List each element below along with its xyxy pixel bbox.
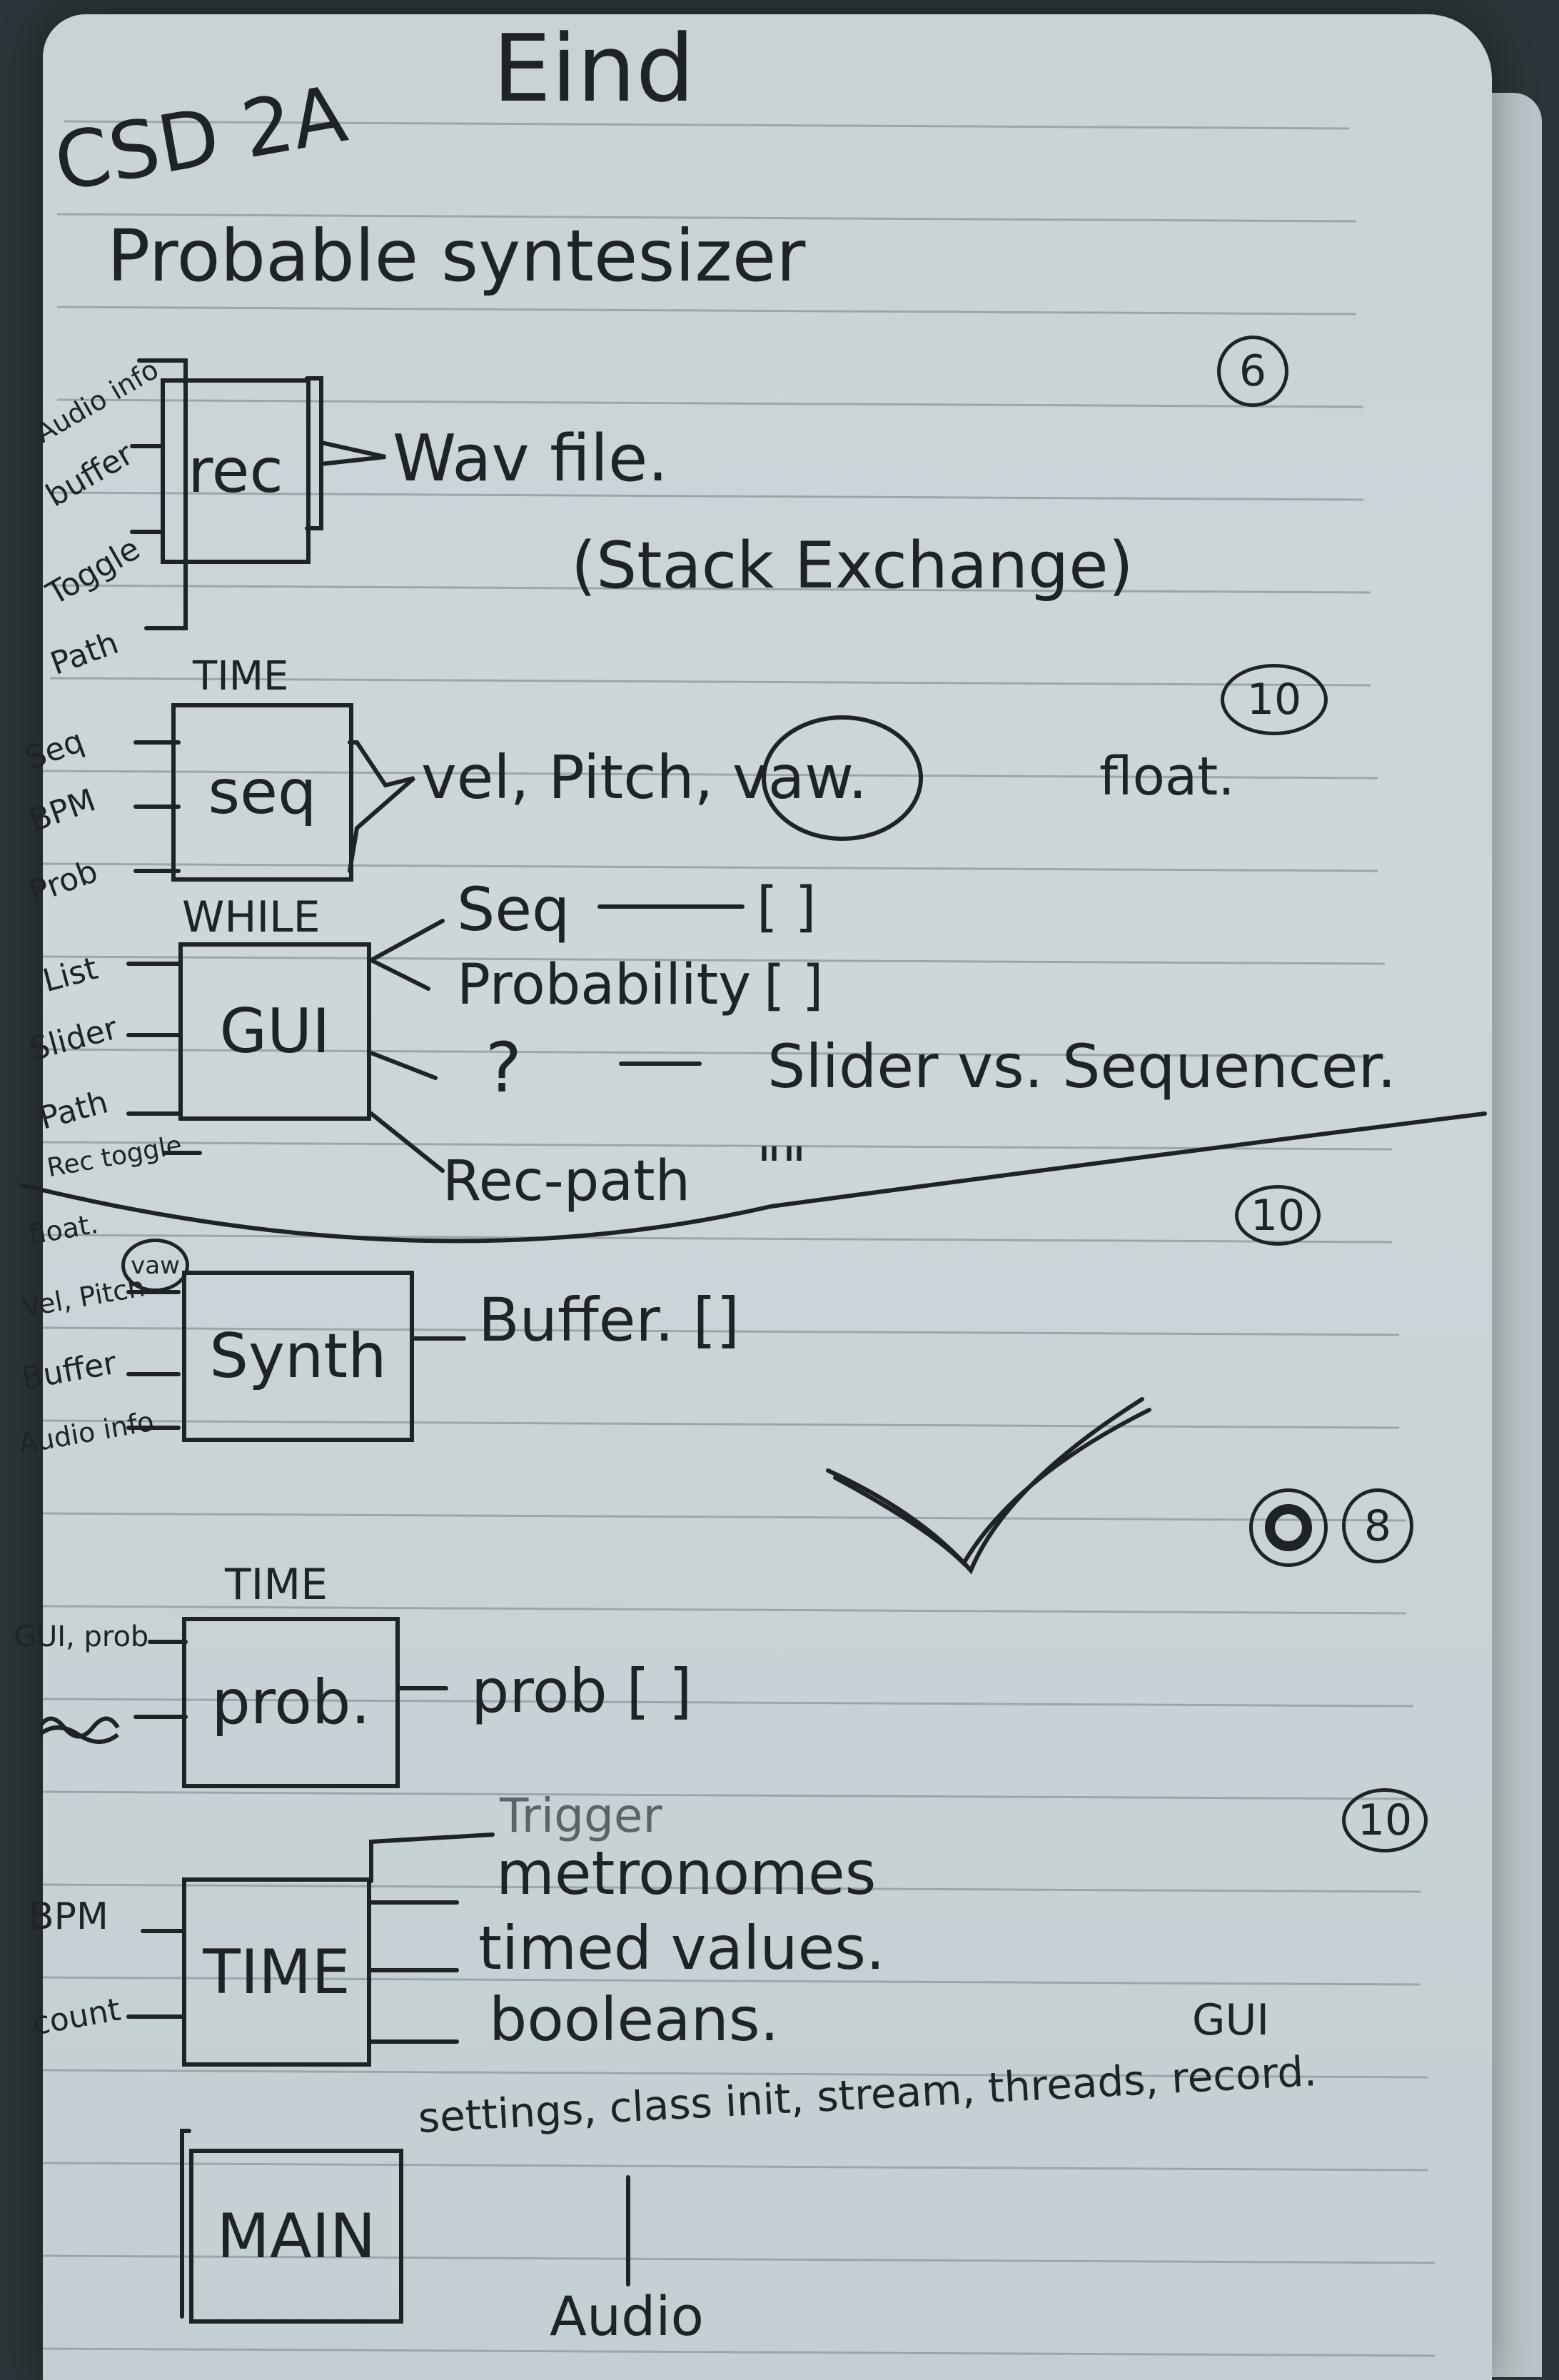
time-input-bpm: BPM [29,1895,109,1938]
prob-box: prob. [182,1617,400,1788]
prob-time-label: TIME [225,1560,328,1610]
seq-label: seq [208,757,317,828]
time-label: TIME [203,1936,350,2008]
synth-input-vaw: vaw [121,1239,189,1292]
gui-output-question: ? [485,1028,522,1108]
time-box: TIME [182,1877,371,2067]
scribble-mark [37,1716,120,1744]
main-gui-label: GUI [1192,1995,1270,2045]
main-label: MAIN [216,2200,376,2272]
seq-box: seq [171,703,353,882]
gui-output-prob-type: [ ] [764,953,824,1017]
subtitle: Probable syntesizer [107,214,806,298]
gui-output-seq: Seq [457,874,570,944]
synth-label: Synth [209,1321,387,1392]
rec-label: rec [188,435,283,507]
gui-output-rec-path-type: "" [757,1135,807,1199]
title-label: Eind [493,14,695,123]
prob-score-scribbled [1249,1488,1328,1567]
gui-while-label: WHILE [182,892,321,942]
seq-score: 10 [1221,664,1328,735]
main-box: MAIN [189,2149,403,2324]
rec-note: (Stack Exchange) [571,528,1134,603]
gui-output-slider-vs-seq: Slider vs. Sequencer. [767,1032,1396,1101]
gui-output-rec-path: Rec-path [443,1149,691,1214]
time-output-trigger: Trigger [500,1788,662,1843]
gui-box: GUI [178,942,371,1121]
time-score: 10 [1342,1788,1428,1852]
time-output-metronomes: metronomes [496,1838,877,1908]
prob-output: prob [ ] [471,1656,692,1726]
gui-label: GUI [219,996,331,1067]
time-output-booleans: booleans. [489,1985,780,2054]
prob-label: prob. [211,1667,370,1738]
synth-score: 10 [1235,1185,1321,1246]
scribbled-circle-icon [1265,1504,1312,1551]
rec-box: rec [161,378,311,564]
rec-score: 6 [1217,336,1288,407]
gui-output-seq-type: [ ] [757,874,817,938]
prob-input-gui: GUI, prob [14,1620,149,1653]
main-audio-label: Audio [550,2284,705,2348]
time-output-timed-values: timed values. [478,1913,885,1983]
seq-time-label: TIME [193,653,289,700]
gui-output-prob: Probability [457,953,752,1017]
synth-box: Synth [182,1271,414,1442]
prob-score: 8 [1342,1488,1413,1563]
rec-output: Wav file. [393,421,668,496]
seq-output-type: float. [1099,746,1235,807]
synth-output: Buffer. [] [478,1285,740,1355]
seq-output: vel, Pitch, vaw. [421,742,867,812]
